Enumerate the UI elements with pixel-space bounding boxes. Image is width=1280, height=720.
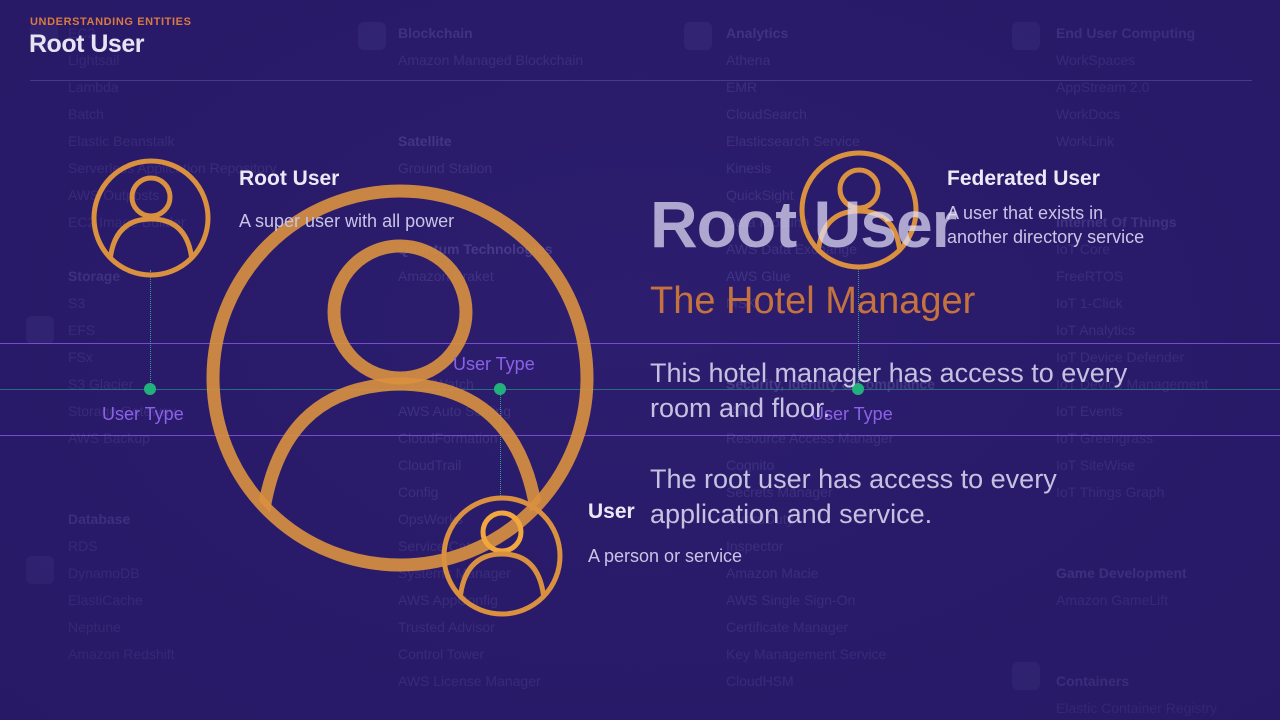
user-name: User [588, 500, 635, 523]
header-divider [30, 80, 1252, 81]
federated-user-description-line2: another directory service [947, 227, 1145, 247]
guide-line-bottom [0, 435, 1280, 436]
overlay-paragraph-1: This hotel manager has access to every r… [650, 358, 1128, 423]
connector-root-user [150, 270, 151, 390]
page-title: Root User [29, 30, 144, 58]
federated-user-name: Federated User [947, 167, 1100, 190]
guide-line-middle [0, 389, 1280, 390]
federated-user-description-line1: A user that exists in [947, 203, 1104, 223]
overlay-paragraph-2: The root user has access to every applic… [650, 464, 1057, 529]
root-user-name: Root User [239, 167, 340, 190]
guide-line-top [0, 343, 1280, 344]
section-eyebrow: UNDERSTANDING ENTITIES [30, 16, 192, 28]
federated-user-type-label: User Type [811, 404, 893, 424]
user-node-dot [494, 383, 506, 395]
root-user-node-dot [144, 383, 156, 395]
federated-user-node-dot [852, 383, 864, 395]
root-user-type-label: User Type [102, 404, 184, 424]
federated-user-circle-icon [799, 150, 919, 270]
connector-federated-user [858, 268, 859, 388]
root-user-description: A super user with all power [239, 211, 455, 231]
user-circle-icon [441, 495, 563, 617]
big-user-circle-icon [206, 184, 594, 572]
user-type-label: User Type [453, 354, 535, 374]
connector-user [500, 390, 501, 500]
root-user-circle-icon [91, 158, 211, 278]
overlay-title: Root User [650, 187, 957, 261]
user-description: A person or service [588, 546, 743, 566]
overlay-subtitle: The Hotel Manager [650, 280, 976, 322]
